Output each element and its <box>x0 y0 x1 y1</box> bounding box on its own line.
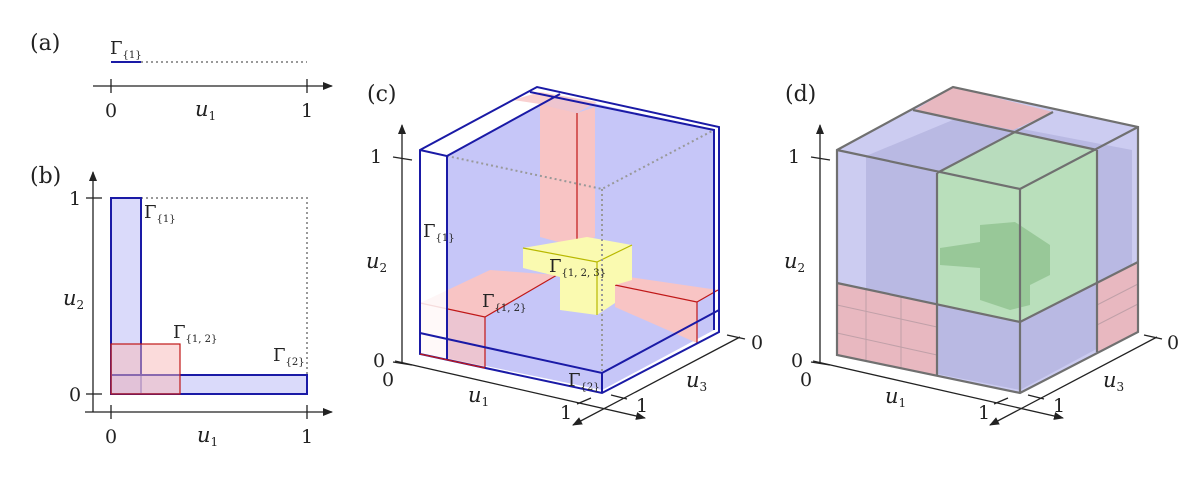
panel-label: (c) <box>367 82 397 107</box>
gamma-123-top <box>523 237 632 262</box>
panel-d: (d) 1 0 <box>784 82 1179 426</box>
gamma-12-arm-right-top <box>615 275 718 302</box>
gamma-12-region <box>110 343 181 395</box>
gamma-2-label: Γ{2} <box>568 370 600 393</box>
ytick-label-0: 0 <box>791 350 803 372</box>
gamma-12-label: Γ{1, 2} <box>482 291 526 314</box>
gamma-12-label: Γ{1, 2} <box>173 322 217 345</box>
u1-label: u1 <box>885 384 906 410</box>
panel-label: (b) <box>30 164 61 189</box>
u3-axis <box>989 336 1158 426</box>
u3-label: u3 <box>1103 368 1124 394</box>
u3-label: u3 <box>686 368 707 394</box>
gamma-1-slab <box>420 150 447 359</box>
x3tick-0 <box>1143 334 1163 340</box>
xtick-label-0: 0 <box>105 426 117 448</box>
red-block-left <box>837 283 937 376</box>
x3tick-label-0: 0 <box>1167 332 1179 354</box>
panel-label: (a) <box>30 31 60 56</box>
u3-axis <box>572 336 741 426</box>
x3tick-label-1: 1 <box>636 395 648 417</box>
gamma-12-top-patch <box>513 92 597 113</box>
x1tick-label-0: 0 <box>800 369 812 391</box>
green-block-top <box>937 133 1097 189</box>
panel-b: (b) 1 0 0 1 u1 u2 Γ{1} Γ{1, 2} Γ{2} <box>30 164 333 449</box>
x1tick-label-1: 1 <box>560 402 572 424</box>
ytick-0 <box>810 361 831 366</box>
arm-bottom-edge <box>419 353 486 369</box>
panel-a: (a) Γ{1} 0 1 u1 <box>30 31 333 123</box>
inner-cross <box>940 222 1050 310</box>
gamma-12-column <box>540 104 595 247</box>
tick-label-1: 1 <box>301 100 313 122</box>
x3tick-1 <box>1027 394 1045 400</box>
arm-left-edge2 <box>484 274 558 318</box>
ytick-label-1: 1 <box>788 146 800 168</box>
gamma-123-front <box>523 248 597 315</box>
x3tick-1 <box>610 394 628 400</box>
x3tick-label-1: 1 <box>1053 395 1065 417</box>
gamma-2-label: Γ{2} <box>273 345 305 368</box>
x1tick-1 <box>576 397 592 405</box>
ytick-label-0: 0 <box>69 384 81 406</box>
xtick-label-1: 1 <box>301 426 313 448</box>
cube-grid-outline <box>835 85 1140 395</box>
u2-label: u2 <box>784 249 805 275</box>
ytick-label-1: 1 <box>370 146 382 168</box>
gamma-12-arm-right-front <box>615 285 697 343</box>
gamma-1-label: Γ{1} <box>423 221 455 244</box>
gamma-1-label: Γ{1} <box>144 202 176 225</box>
tick-label-0: 0 <box>105 100 117 122</box>
x3tick-0 <box>726 334 746 340</box>
ytick-1 <box>810 156 831 161</box>
x1tick-label-0: 0 <box>382 369 394 391</box>
gamma-123-label: Γ{1, 2, 3} <box>549 256 606 279</box>
u2-label: u2 <box>63 286 84 312</box>
domain-dotted <box>141 197 308 375</box>
x1tick-label-1: 1 <box>978 402 990 424</box>
u1-label: u1 <box>195 97 216 123</box>
panel-c: (c) <box>366 82 763 426</box>
red-block-right <box>1097 262 1138 352</box>
x1tick-1 <box>993 397 1009 405</box>
x3tick-label-0: 0 <box>751 332 763 354</box>
u1-label: u1 <box>468 383 489 409</box>
ytick-label-1: 1 <box>69 188 81 210</box>
red-block-top <box>915 87 1053 130</box>
ytick-1 <box>392 156 413 161</box>
gamma-123-right <box>597 245 632 315</box>
u2-label: u2 <box>366 249 387 275</box>
gamma-1-label: Γ{1} <box>110 38 142 61</box>
u1-label: u1 <box>197 423 218 449</box>
gamma-12-arm-left-top <box>420 270 557 317</box>
ytick-label-0: 0 <box>373 350 385 372</box>
panel-label: (d) <box>785 82 816 107</box>
ytick-0 <box>392 361 413 366</box>
red-block-grid <box>836 283 1139 368</box>
